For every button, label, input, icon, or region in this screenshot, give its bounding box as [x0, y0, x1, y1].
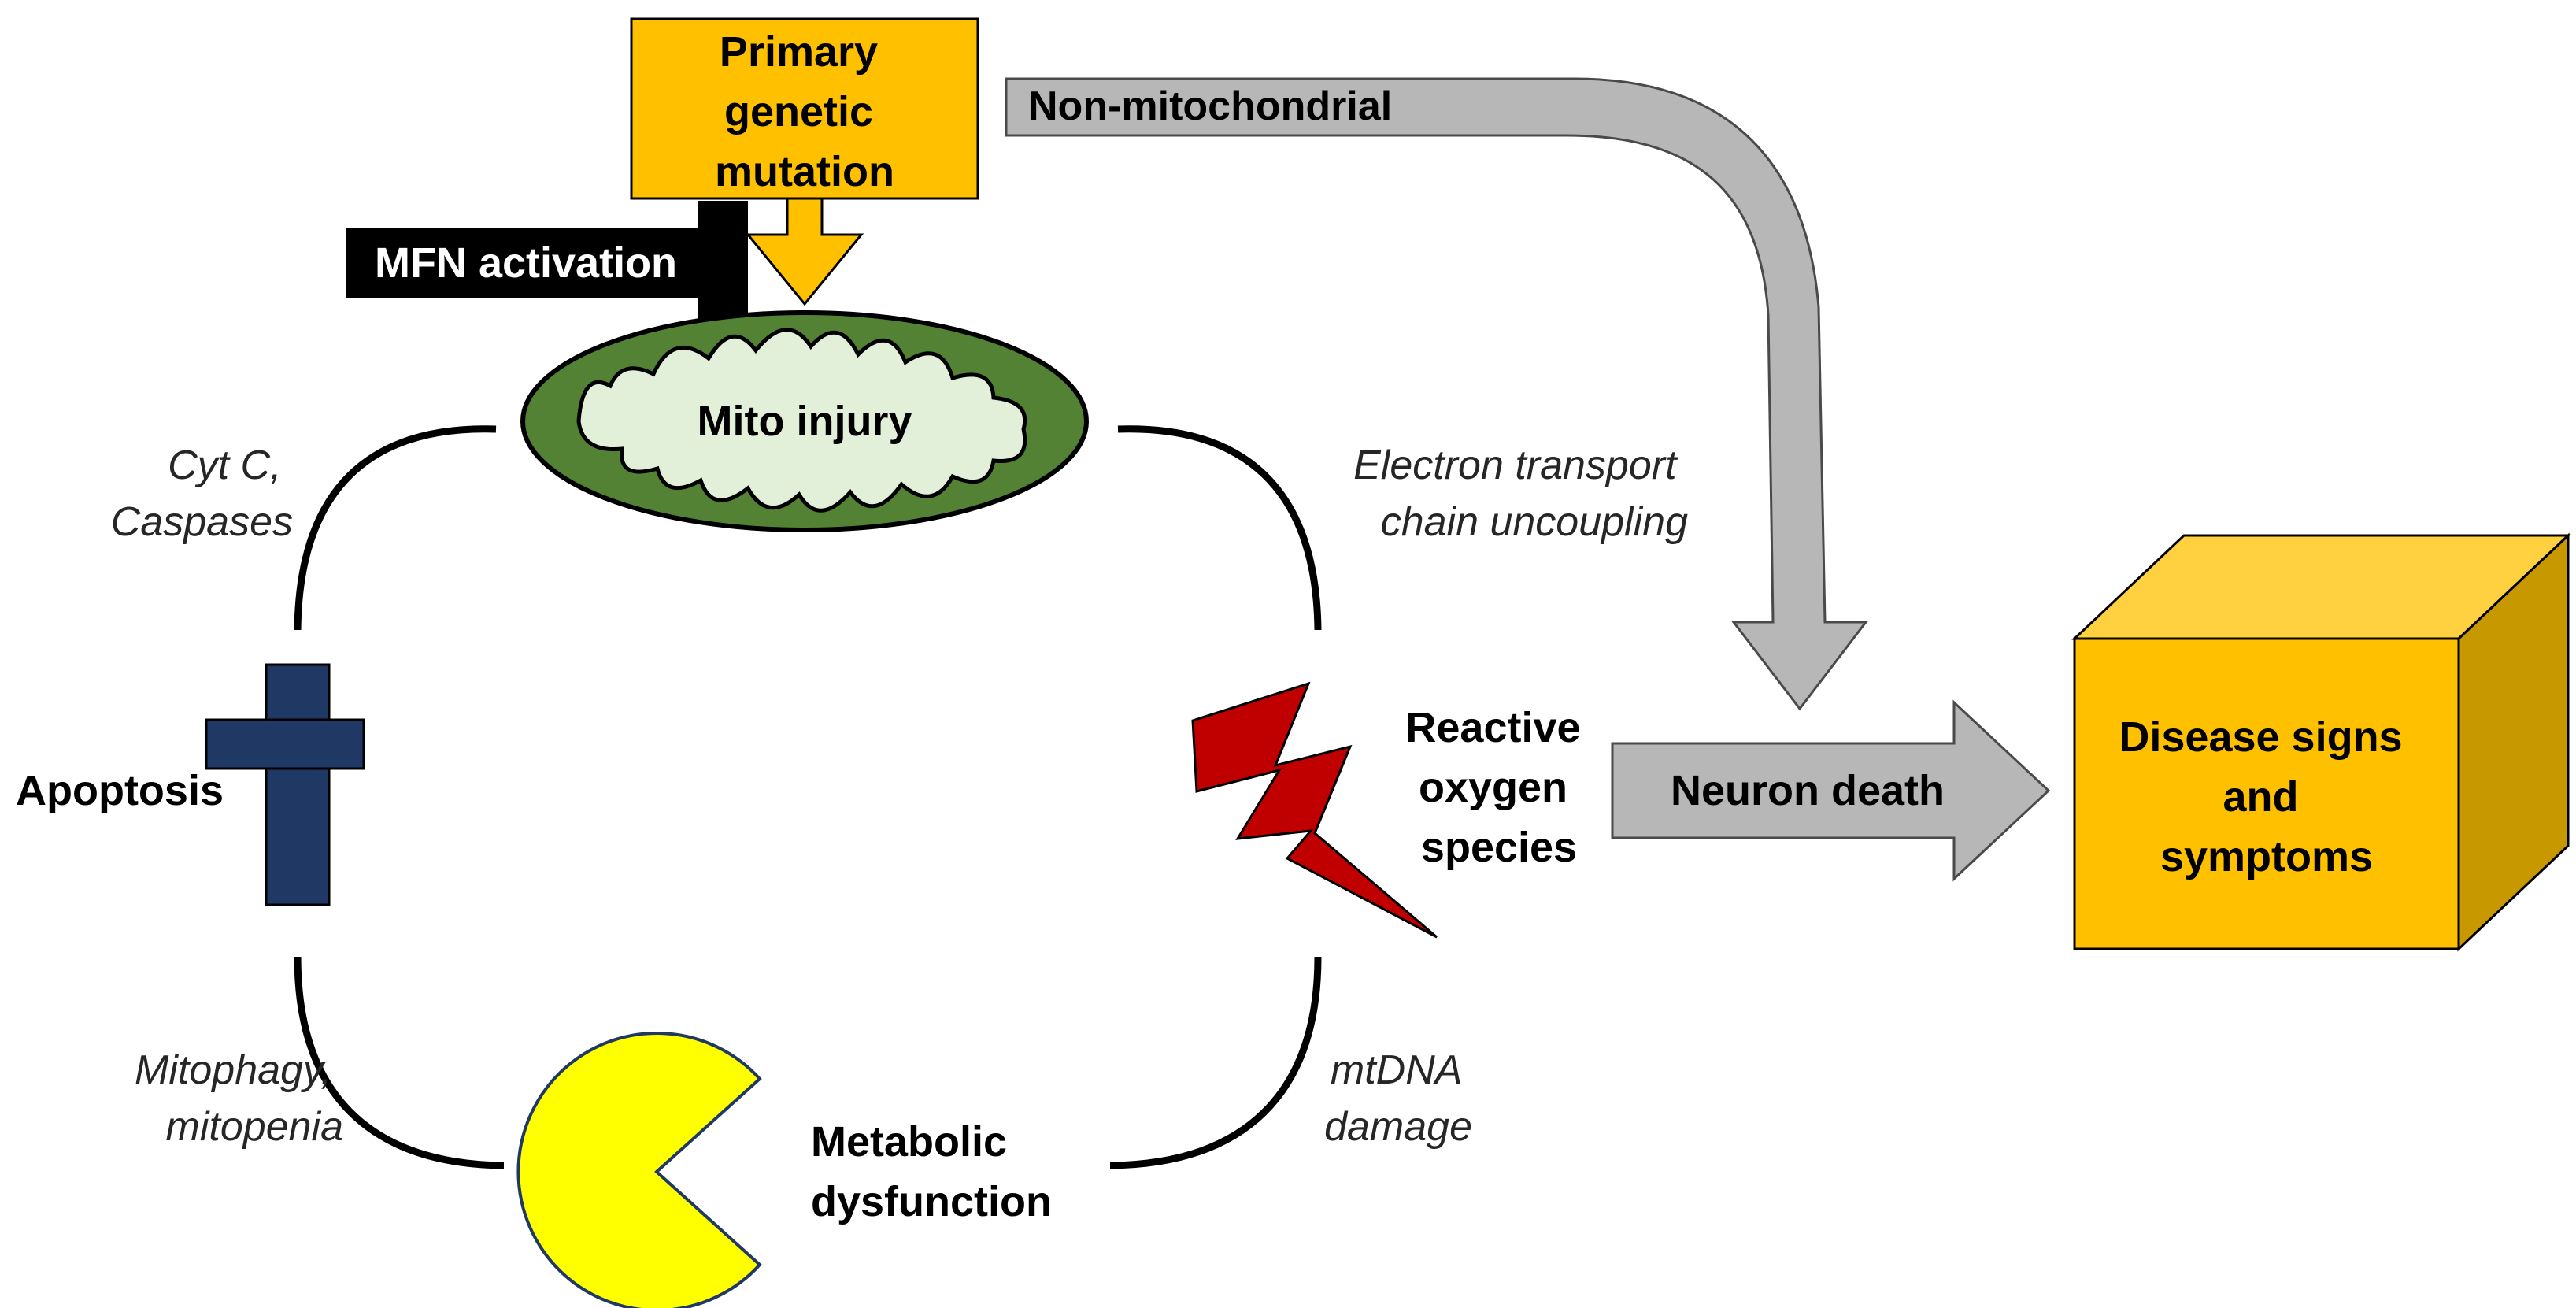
disease-signs-label: Disease signs and symptoms: [2119, 713, 2414, 880]
apoptosis-cross-icon: [205, 663, 365, 906]
disease-cube: [2071, 532, 2571, 952]
primary-mutation-arrow: [745, 197, 864, 306]
mitophagy-label: Mitophagy, mitopenia: [135, 1047, 343, 1150]
mito-injury-label: Mito injury: [698, 398, 912, 445]
neuron-death-label: Neuron death: [1671, 767, 1945, 814]
lightning-bolt-icon: [1191, 681, 1438, 939]
electron-transport-label: Electron transport chain uncoupling: [1353, 443, 1688, 545]
cyt-c-caspases-label: Cyt C, Caspases: [111, 443, 293, 545]
neuron-death-arrow: [1611, 699, 2051, 882]
non-mitochondrial-label: Non-mitochondrial: [1028, 83, 1392, 129]
cube-front: [2073, 637, 2460, 950]
arc-bottom-right: [1109, 956, 1322, 1169]
mfn-activation-box: [346, 228, 740, 298]
non-mitochondrial-arrow: [1005, 77, 1869, 711]
arc-top-left: [294, 425, 497, 631]
metabolic-dysfunction-label: Metabolic dysfunction: [811, 1118, 1052, 1225]
cycle-arcs: [294, 425, 1322, 1169]
mitochondrion-icon: [520, 310, 1089, 532]
ros-label: Reactive oxygen species: [1405, 704, 1592, 871]
primary-mutation-box: [630, 17, 979, 200]
arc-bottom-left: [294, 956, 505, 1169]
arc-top-right: [1117, 425, 1322, 631]
apoptosis-label: Apoptosis: [16, 767, 224, 814]
pacman-icon: [516, 1032, 762, 1308]
mfn-activation-label: MFN activation: [375, 239, 677, 287]
mtdna-damage-label: mtDNA damage: [1324, 1047, 1472, 1150]
mito-cristae: [576, 328, 1027, 513]
primary-mutation-label: Primary genetic mutation: [715, 28, 894, 195]
mfn-activation-connector: [698, 201, 748, 319]
